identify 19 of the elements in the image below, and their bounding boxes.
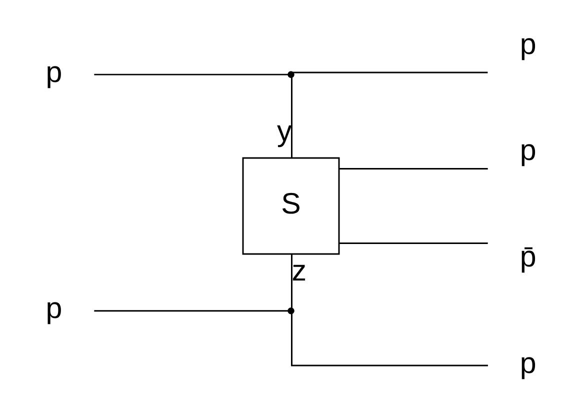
edge-label: z	[292, 254, 307, 288]
connector	[291, 254, 292, 308]
node-text: p	[46, 56, 62, 89]
connector	[94, 74, 288, 76]
connector	[291, 314, 488, 366]
connector	[291, 77, 292, 158]
connector	[94, 310, 288, 312]
node-point	[288, 71, 294, 78]
node-text: p	[520, 346, 536, 380]
node-box: S	[242, 157, 340, 255]
connector	[293, 72, 488, 74]
node-text: p	[46, 292, 62, 326]
node-text: p	[520, 134, 536, 168]
node-text: p	[520, 28, 536, 61]
connector	[340, 242, 488, 244]
node-point	[288, 307, 294, 314]
connector	[340, 168, 488, 170]
node-text: p̄	[520, 240, 536, 274]
edge-label: y	[276, 115, 292, 148]
